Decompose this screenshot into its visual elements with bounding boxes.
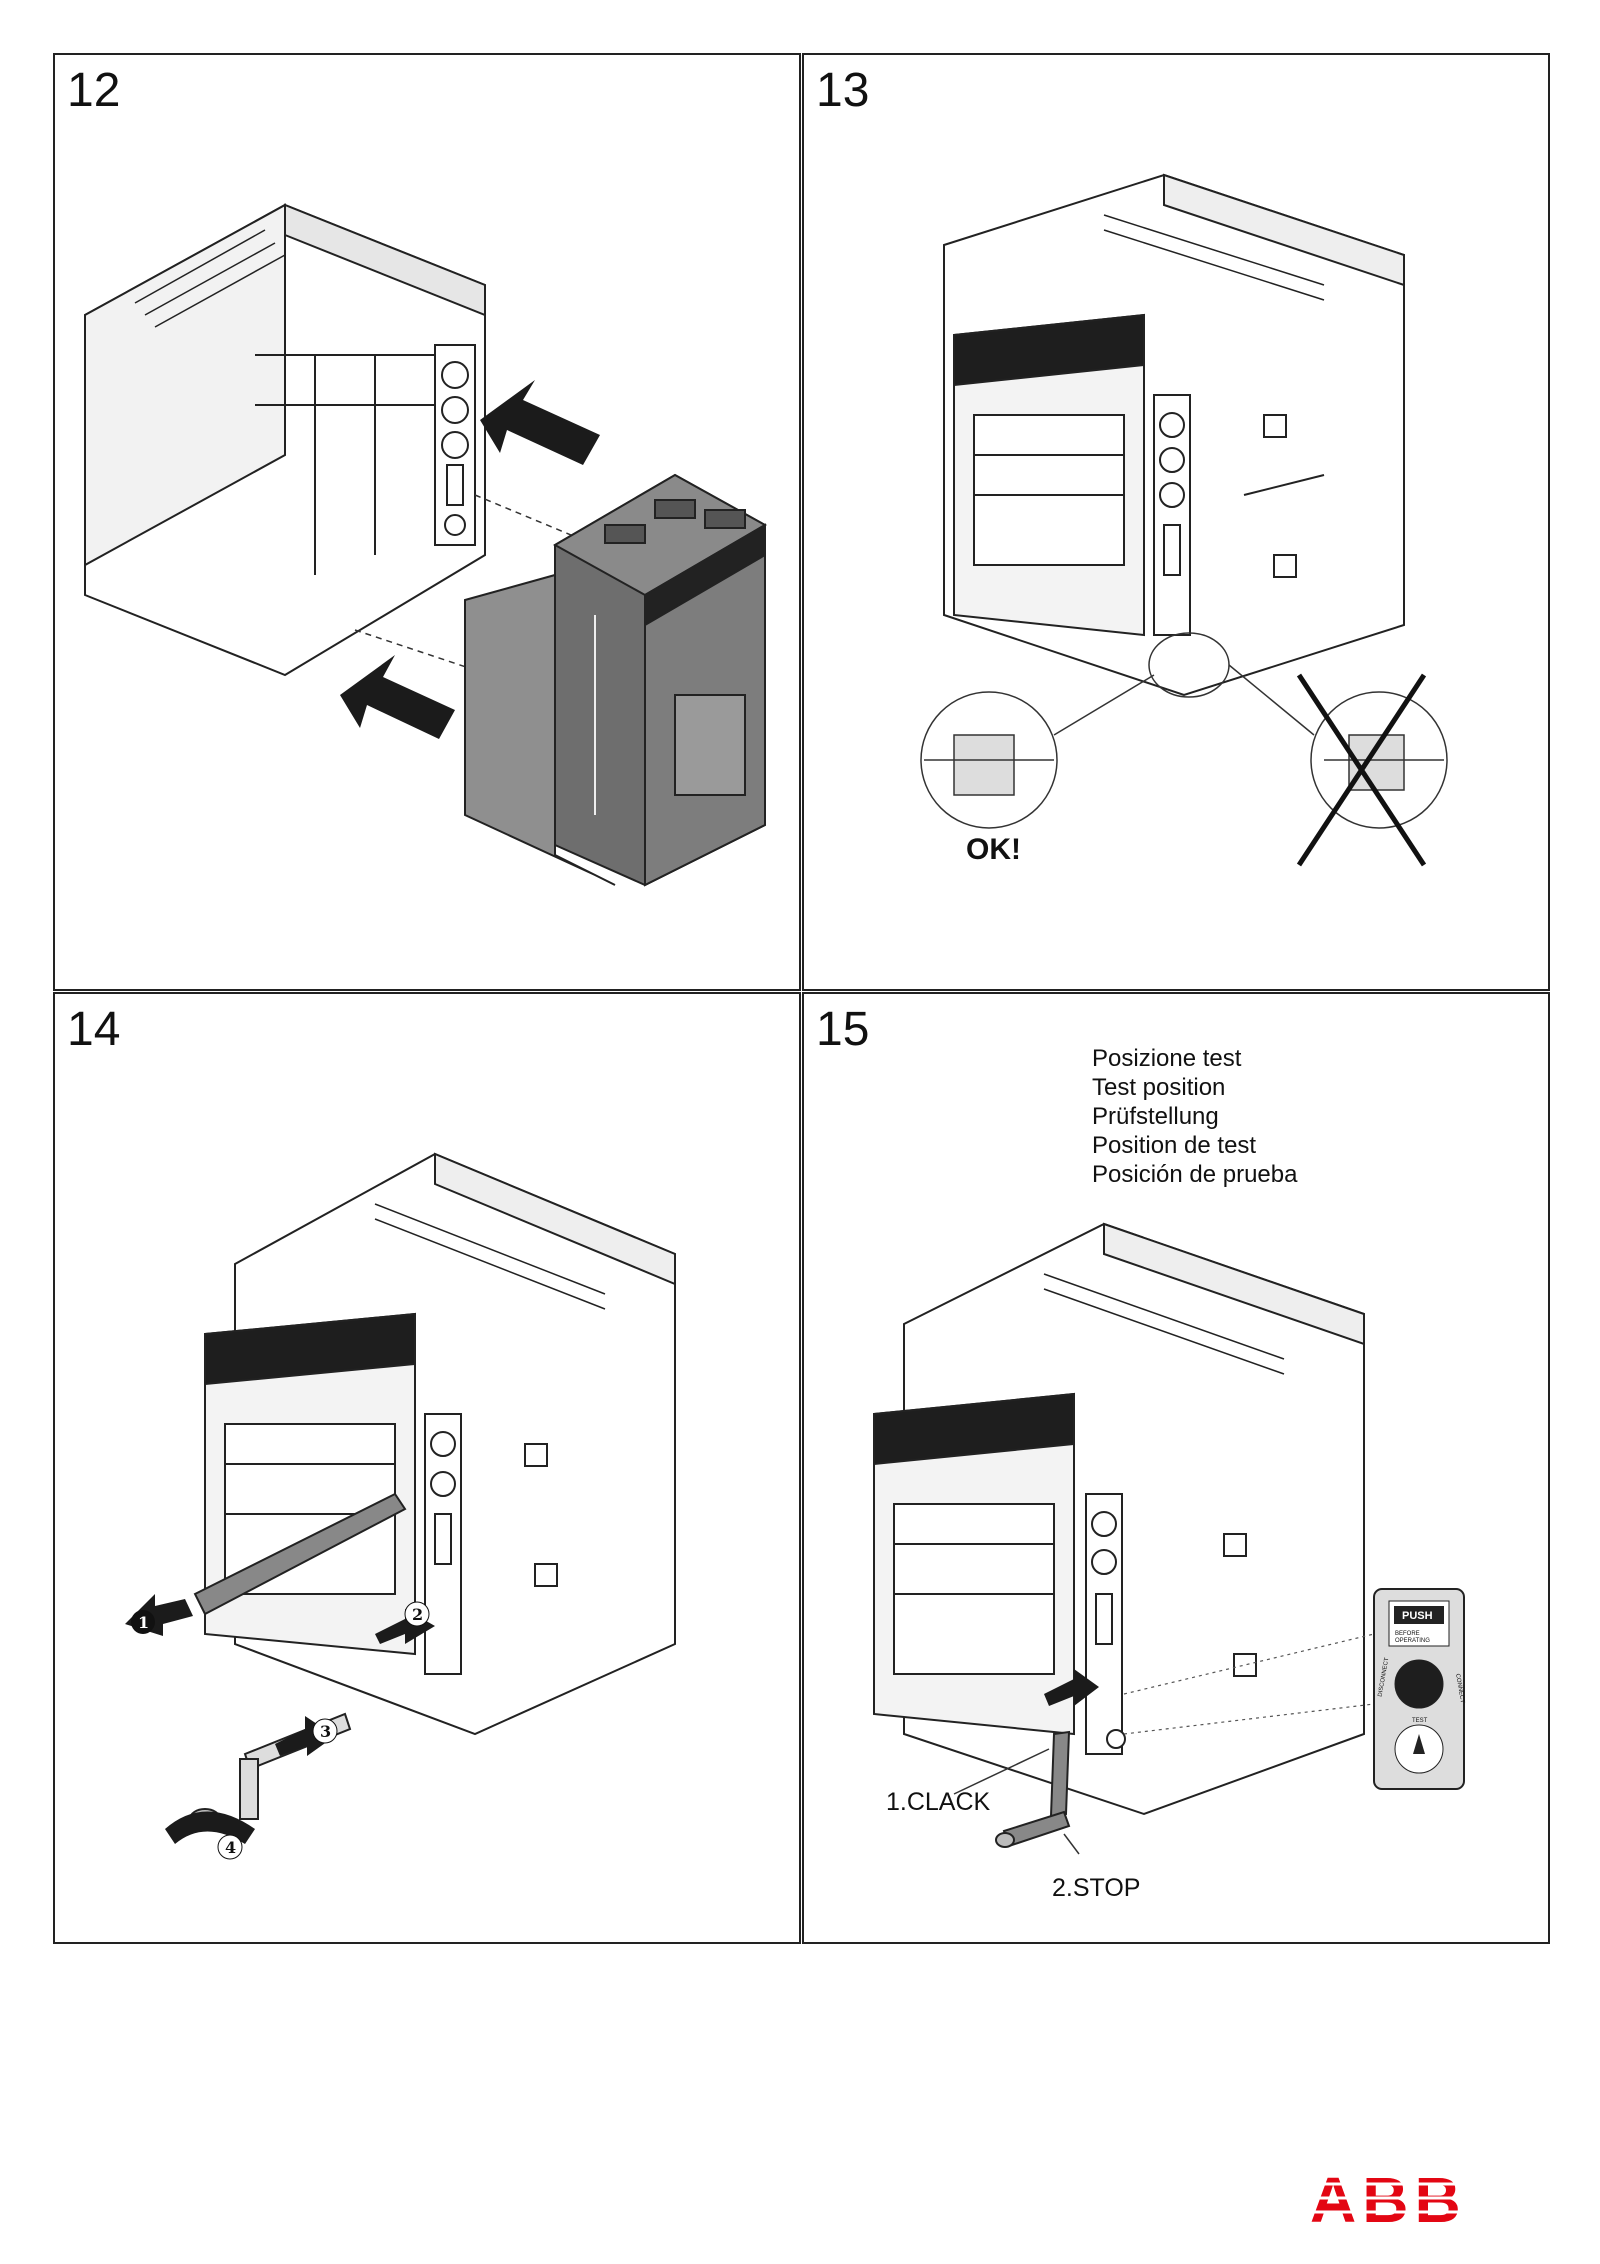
label-en: Test position (1092, 1074, 1226, 1101)
racking-handle-illustration: 1 2 3 4 (125, 1152, 676, 1860)
step-number: 14 (67, 1003, 121, 1056)
step-1-label: 1 (138, 1613, 149, 1632)
test-label: TEST (1412, 1718, 1428, 1724)
wrong-cross-icon (1296, 673, 1427, 867)
step-2-label: 2 (412, 1605, 423, 1624)
push-before-label: BEFORE (1395, 1631, 1420, 1637)
abb-logo: ABB (1310, 2170, 1550, 2226)
step-3-label: 3 (320, 1722, 331, 1741)
label-fr: Position de test (1092, 1132, 1257, 1159)
racked-breaker-check-illustration (920, 173, 1448, 867)
fixed-part-insertion-illustration (84, 203, 768, 887)
test-position-illustration: PUSH BEFORE OPERATING DISCONNECT TEST CO… (873, 1222, 1465, 1855)
step-4-label: 4 (225, 1838, 236, 1857)
step-number: 15 (816, 1003, 870, 1056)
step-14-panel: 14 (53, 992, 801, 1944)
step-13-panel: 13 (802, 53, 1550, 991)
connect-label: CONNECT (1454, 1673, 1465, 1704)
step-number: 12 (67, 64, 121, 117)
step-15-panel: 15 Posizione test Test position Prüfstel… (802, 992, 1550, 1944)
test-position-labels: Posizione test Test position Prüfstellun… (1092, 1044, 1297, 1189)
step-12-panel: 12 (53, 53, 801, 991)
push-label: PUSH (1402, 1610, 1433, 1622)
label-it: Posizione test (1092, 1045, 1242, 1072)
test-position-inset (1373, 1588, 1465, 1790)
push-operating-label: OPERATING (1395, 1638, 1430, 1644)
step-number: 13 (816, 64, 870, 117)
label-es: Posición de prueba (1092, 1161, 1298, 1188)
ok-label: OK! (966, 833, 1021, 866)
clack-label: 1.CLACK (886, 1788, 991, 1816)
label-de: Prüfstellung (1092, 1103, 1219, 1130)
stop-label: 2.STOP (1052, 1874, 1141, 1902)
